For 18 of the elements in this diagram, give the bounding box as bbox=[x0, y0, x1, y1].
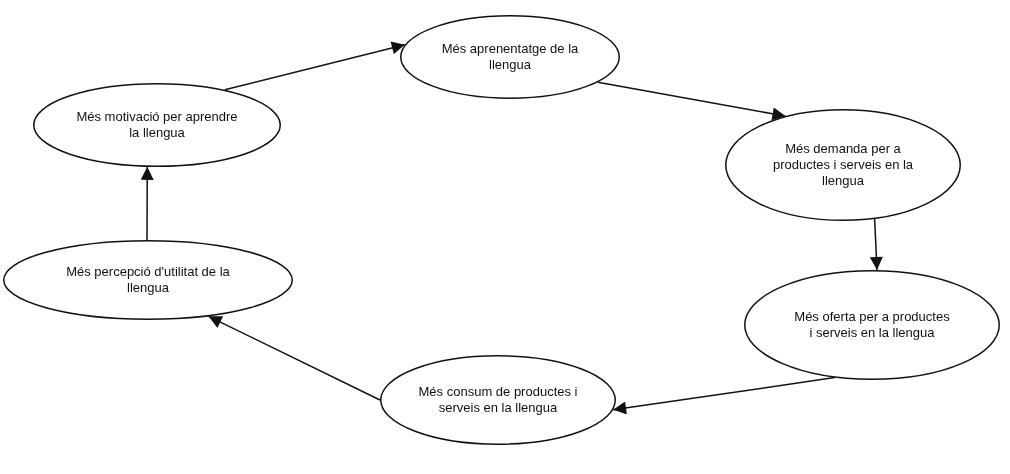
node-label: Més percepció d'utilitat de la llengua bbox=[65, 264, 231, 296]
process-ellipse bbox=[380, 355, 616, 445]
process-ellipse bbox=[744, 270, 1000, 380]
node-label: Més consum de productes i serveis en la llengua bbox=[418, 384, 578, 416]
process-ellipse bbox=[3, 240, 293, 320]
process-ellipse bbox=[400, 15, 620, 99]
node-label: Més aprenentatge de la llengua bbox=[440, 41, 580, 73]
node-label: Més oferta per a productes i serveis en la llengua bbox=[793, 309, 951, 341]
arrow bbox=[597, 81, 787, 121]
arrow bbox=[224, 41, 406, 91]
node-label: Més motivació per aprendre la llengua bbox=[75, 109, 239, 141]
arrow bbox=[612, 376, 836, 415]
node-label: Més demanda per a productes i serveis en la llengua bbox=[771, 141, 915, 189]
arrow bbox=[207, 315, 381, 401]
process-ellipse bbox=[725, 109, 961, 221]
arrow bbox=[869, 218, 883, 271]
process-ellipse bbox=[33, 83, 281, 167]
arrow bbox=[140, 166, 154, 241]
